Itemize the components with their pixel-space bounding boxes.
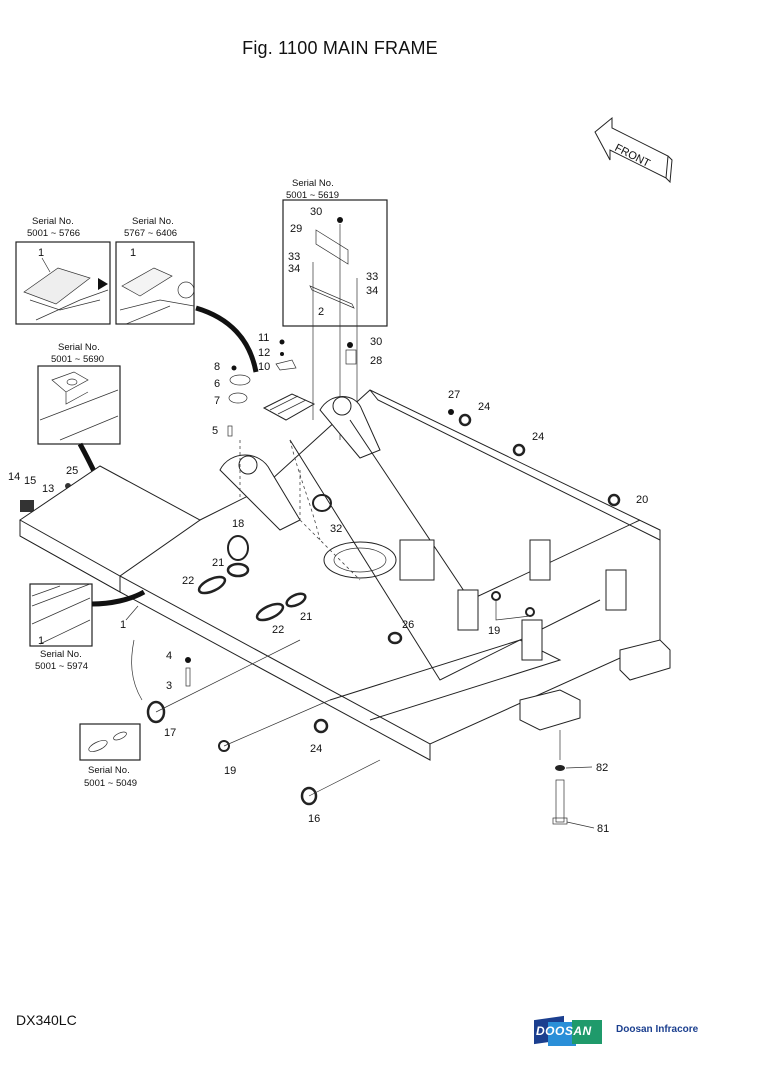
part-callout: 1 [38, 635, 44, 647]
doosan-logo: DOOSAN [534, 1015, 606, 1046]
callout-10: 10 [258, 361, 270, 373]
callout-11: 11 [258, 332, 269, 344]
callout-18: 18 [232, 518, 244, 530]
serial-label: Serial No. [40, 649, 82, 660]
callout-22: 22 [182, 575, 194, 587]
figure-title: Fig. 1100 MAIN FRAME [242, 38, 438, 58]
serial-label: Serial No. [58, 342, 100, 353]
model-number: DX340LC [16, 1012, 77, 1028]
serial-label: Serial No. [88, 765, 130, 776]
serial-range: 5001 ~ 5974 [35, 661, 88, 672]
callout-34: 34 [288, 263, 300, 275]
serial-inset-5: 1 Serial No. 5001 ~ 5974 [29, 583, 146, 672]
callout-7: 7 [214, 395, 220, 407]
serial-range: 5767 ~ 6406 [124, 228, 177, 239]
serial-inset-6: Serial No. 5001 ~ 5049 [79, 723, 141, 789]
upper-hardware-callouts: 11 12 10 30 28 8 6 7 5 27 24 24 20 [212, 332, 648, 507]
callout-12: 12 [258, 347, 270, 359]
callout-22: 22 [272, 624, 284, 636]
callout-81: 81 [597, 823, 609, 835]
callout-24: 24 [532, 431, 544, 443]
callout-27: 27 [448, 389, 460, 401]
callout-32: 32 [330, 523, 342, 535]
callout-14: 14 [8, 471, 20, 483]
serial-range: 5001 ~ 5049 [84, 778, 137, 789]
callout-4: 4 [166, 650, 172, 662]
serial-inset-2: Serial No. 5767 ~ 6406 1 [115, 216, 259, 373]
callout-28: 28 [370, 355, 382, 367]
front-direction-arrow: FRONT [594, 116, 673, 184]
callout-5: 5 [212, 425, 218, 437]
callout-15: 15 [24, 475, 36, 487]
logo-block-light [548, 1022, 576, 1046]
mount-bolt-callouts: 82 81 [552, 730, 609, 835]
callout-21: 21 [300, 611, 312, 623]
callout-34: 34 [366, 285, 378, 297]
serial-label: Serial No. [292, 178, 334, 189]
logo-block-green [572, 1020, 602, 1044]
left-hardware-callouts: 14 15 13 25 [8, 465, 78, 512]
part-callout: 1 [38, 247, 44, 259]
part-callout: 1 [130, 247, 136, 259]
callout-8: 8 [214, 361, 220, 373]
logo-wordmark: DOOSAN [536, 1024, 592, 1038]
callout-33: 33 [288, 251, 300, 263]
callout-25: 25 [66, 465, 78, 477]
serial-range: 5001 ~ 5690 [51, 354, 104, 365]
bottom-callouts: 19 24 16 [218, 699, 381, 825]
callout-33: 33 [366, 271, 378, 283]
serial-inset-1: Serial No. 5001 ~ 5766 1 [15, 216, 111, 325]
callout-19: 19 [488, 625, 500, 637]
callout-2: 2 [318, 306, 324, 318]
main-frame-body [19, 389, 671, 761]
callout-30: 30 [310, 206, 322, 218]
company-name: Doosan Infracore [616, 1024, 699, 1035]
callout-26: 26 [402, 619, 414, 631]
callout-19: 19 [224, 765, 236, 777]
lower-left-callouts: 4 3 17 [131, 639, 301, 739]
callout-24: 24 [478, 401, 490, 413]
serial-range: 5001 ~ 5766 [27, 228, 80, 239]
callout-6: 6 [214, 378, 220, 390]
grommet-callouts: 18 21 22 21 22 32 26 19 [182, 494, 535, 645]
callout-1: 1 [120, 619, 126, 631]
serial-range: 5001 ~ 5619 [286, 190, 339, 201]
serial-label: Serial No. [32, 216, 74, 227]
callout-16: 16 [308, 813, 320, 825]
callout-17: 17 [164, 727, 176, 739]
callout-29: 29 [290, 223, 302, 235]
callout-30: 30 [370, 336, 382, 348]
callout-82: 82 [596, 762, 608, 774]
callout-13: 13 [42, 483, 54, 495]
callout-21: 21 [212, 557, 224, 569]
callout-20: 20 [636, 494, 648, 506]
callout-3: 3 [166, 680, 172, 692]
serial-inset-3: Serial No. 5001 ~ 5619 30 29 33 34 33 34… [282, 178, 388, 440]
callout-24: 24 [310, 743, 322, 755]
serial-label: Serial No. [132, 216, 174, 227]
